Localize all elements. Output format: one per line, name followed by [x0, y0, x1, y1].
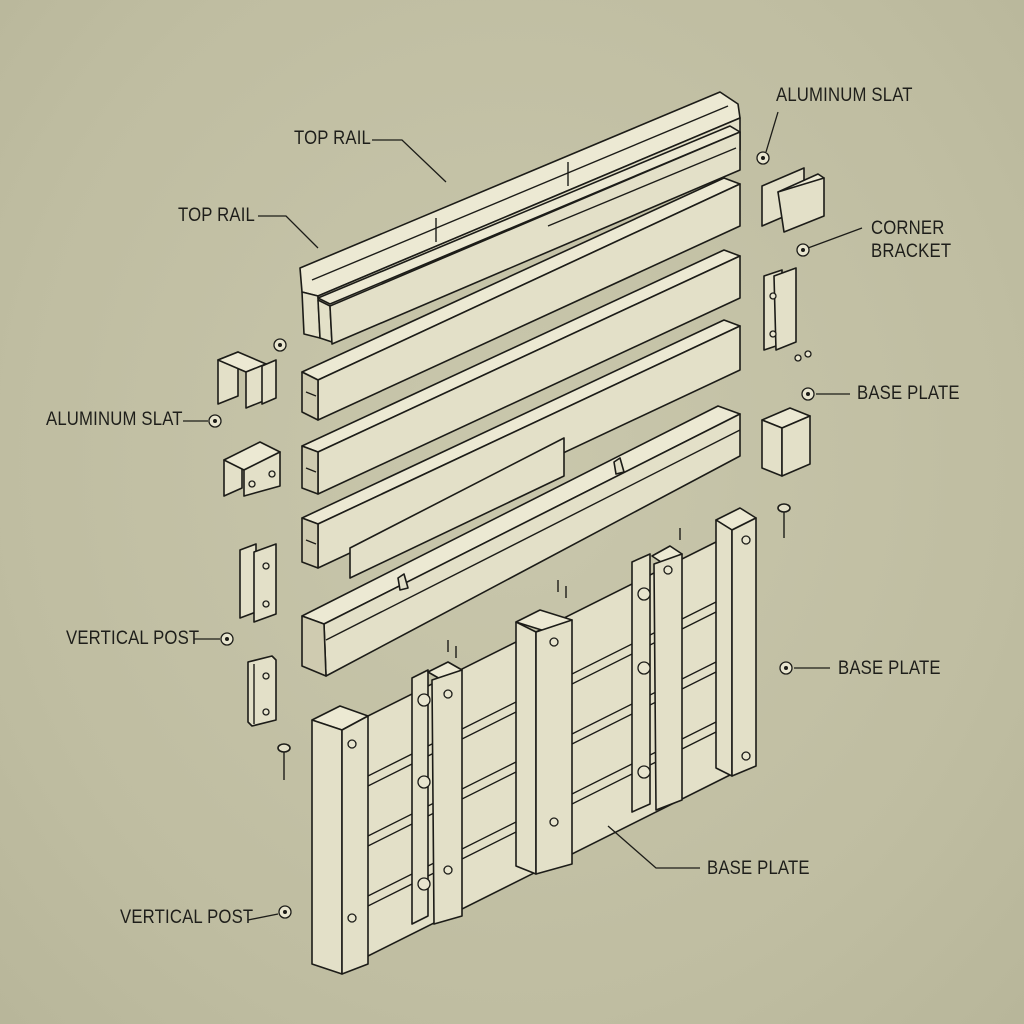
vertical-post-bracket-left-1 [239, 543, 277, 623]
label-corner-bracket-line1: CORNER [871, 218, 945, 239]
corner-bracket-right-2 [763, 267, 812, 362]
label-vertical-post-bottom: VERTICAL POST [120, 907, 254, 928]
vertical-post-bracket-left-2 [247, 655, 277, 727]
label-base-plate-right-lower: BASE PLATE [838, 658, 941, 679]
aluminum-slat-rail-1 [301, 177, 741, 421]
label-base-plate-right-upper: BASE PLATE [857, 383, 960, 404]
label-aluminum-slat-left: ALUMINUM SLAT [46, 409, 183, 430]
screw-left [277, 743, 291, 780]
label-vertical-post-left-upper: VERTICAL POST [66, 628, 200, 649]
aluminum-slat-rail-4 [301, 405, 741, 677]
aluminum-slat-rail-3 [301, 319, 741, 579]
corner-bracket-right-1 [761, 167, 825, 233]
base-plate-block-right [761, 407, 811, 477]
assembled-fence-panel [311, 507, 757, 975]
corner-bracket-left-1 [217, 351, 277, 409]
label-top-rail-lower: TOP RAIL [178, 205, 255, 226]
top-rail-lower-part [317, 125, 741, 345]
label-base-plate-bottom: BASE PLATE [707, 858, 810, 879]
label-top-rail-upper: TOP RAIL [294, 128, 371, 149]
leader-lines [183, 111, 863, 921]
aluminum-slat-rail-2 [301, 249, 741, 495]
label-aluminum-slat-right: ALUMINUM SLAT [776, 85, 913, 106]
corner-bracket-left-2 [223, 441, 281, 497]
screw-right [777, 503, 791, 538]
label-corner-bracket-line2: BRACKET [871, 241, 952, 262]
